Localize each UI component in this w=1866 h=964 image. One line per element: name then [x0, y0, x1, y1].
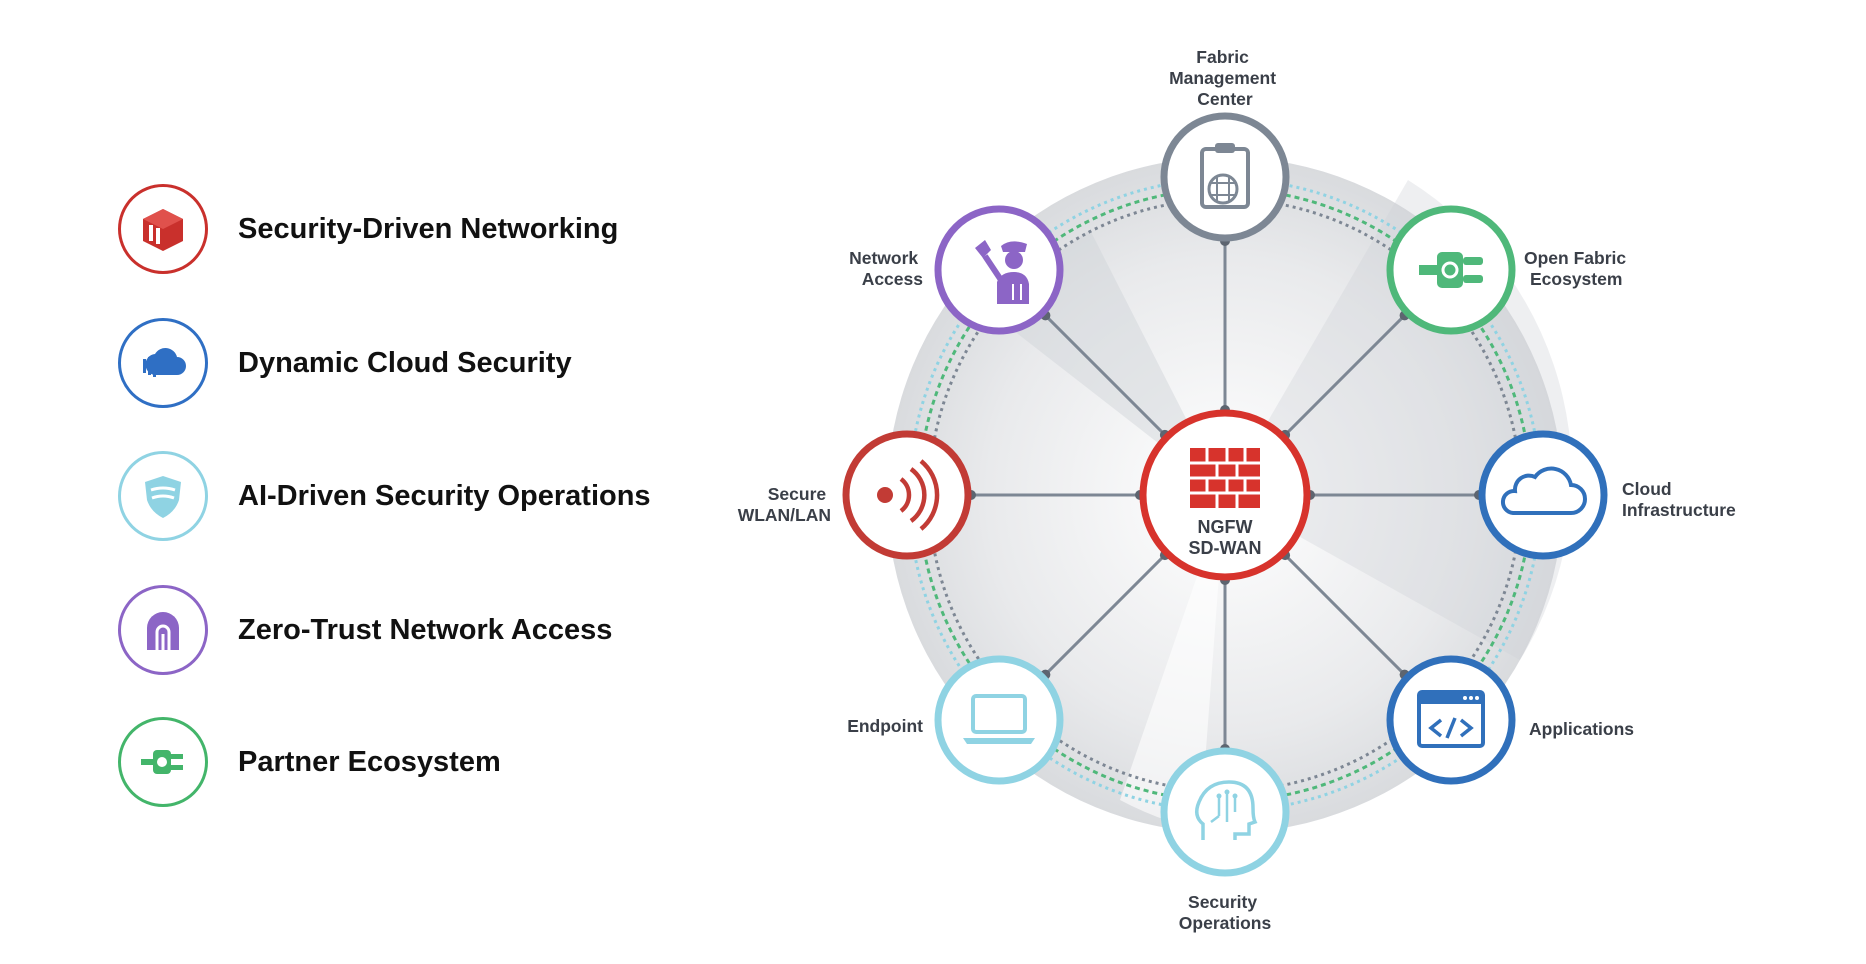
- node-cloud-infrastructure[interactable]: [1478, 430, 1608, 560]
- cube-icon: [118, 184, 208, 274]
- fingerprint-icon: [118, 585, 208, 675]
- plug-icon: [118, 717, 208, 807]
- node-label-security-operations: Security Operations: [1179, 892, 1272, 933]
- node-secure-wlan-lan[interactable]: [842, 430, 972, 560]
- background-wedge: [1120, 495, 1225, 830]
- node-label-open-fabric-ecosystem: Open Fabric Ecosystem: [1524, 248, 1631, 289]
- cloud-icon: [118, 318, 208, 408]
- legend-item-security-driven-networking: Security-Driven Networking: [118, 181, 618, 277]
- cloud-icon: [1500, 466, 1587, 515]
- node-label-network-access: Network Access: [849, 248, 923, 289]
- node-labels: Fabric Management Center Open Fabric Eco…: [738, 47, 1736, 933]
- node-security-operations[interactable]: [1160, 747, 1290, 877]
- clipboard-icon: [1200, 143, 1250, 209]
- node-applications[interactable]: [1386, 655, 1516, 785]
- legend-label: AI-Driven Security Operations: [238, 479, 651, 512]
- legend-label: Zero-Trust Network Access: [238, 613, 613, 646]
- node-open-fabric-ecosystem[interactable]: [1386, 205, 1516, 335]
- hub[interactable]: NGFW SD-WAN: [1139, 409, 1311, 581]
- wireless-icon: [877, 459, 940, 531]
- shield-icon: [118, 451, 208, 541]
- hub-label-line2: SD-WAN: [1189, 538, 1262, 558]
- legend-label: Partner Ecosystem: [238, 745, 501, 778]
- nodes: [842, 112, 1608, 877]
- node-network-access[interactable]: [934, 205, 1064, 335]
- legend-label: Dynamic Cloud Security: [238, 346, 572, 379]
- hub-label-line1: NGFW: [1198, 517, 1253, 537]
- legend-label: Security-Driven Networking: [238, 212, 619, 245]
- node-label-applications: Applications: [1529, 719, 1634, 739]
- spoke-line: [1044, 554, 1166, 676]
- node-label-secure-wlan-lan: Secure WLAN/LAN: [738, 484, 831, 525]
- spoke-line: [1284, 554, 1406, 676]
- code-window-icon: [1417, 690, 1485, 748]
- node-label-endpoint: Endpoint: [847, 716, 923, 736]
- legend-item-zero-trust-network-access: Zero-Trust Network Access: [118, 582, 612, 678]
- node-label-fabric-management-center: Fabric Management Center: [1169, 47, 1281, 109]
- plug-icon: [1419, 252, 1483, 288]
- node-label-cloud-infrastructure: Cloud Infrastructure: [1622, 479, 1736, 520]
- spoke-line: [1044, 314, 1166, 436]
- ai-head-icon: [1195, 780, 1258, 840]
- laptop-icon: [963, 694, 1035, 744]
- legend: Security-Driven Networking Dynamic Cloud…: [0, 0, 700, 964]
- legend-item-partner-ecosystem: Partner Ecosystem: [118, 714, 501, 810]
- node-fabric-management-center[interactable]: [1160, 112, 1290, 242]
- legend-item-dynamic-cloud-security: Dynamic Cloud Security: [118, 315, 572, 411]
- spoke-line: [1284, 314, 1406, 436]
- node-endpoint[interactable]: [934, 655, 1064, 785]
- legend-item-ai-driven-security-operations: AI-Driven Security Operations: [118, 448, 651, 544]
- guard-icon: [975, 240, 1029, 304]
- firewall-icon: [1190, 448, 1260, 508]
